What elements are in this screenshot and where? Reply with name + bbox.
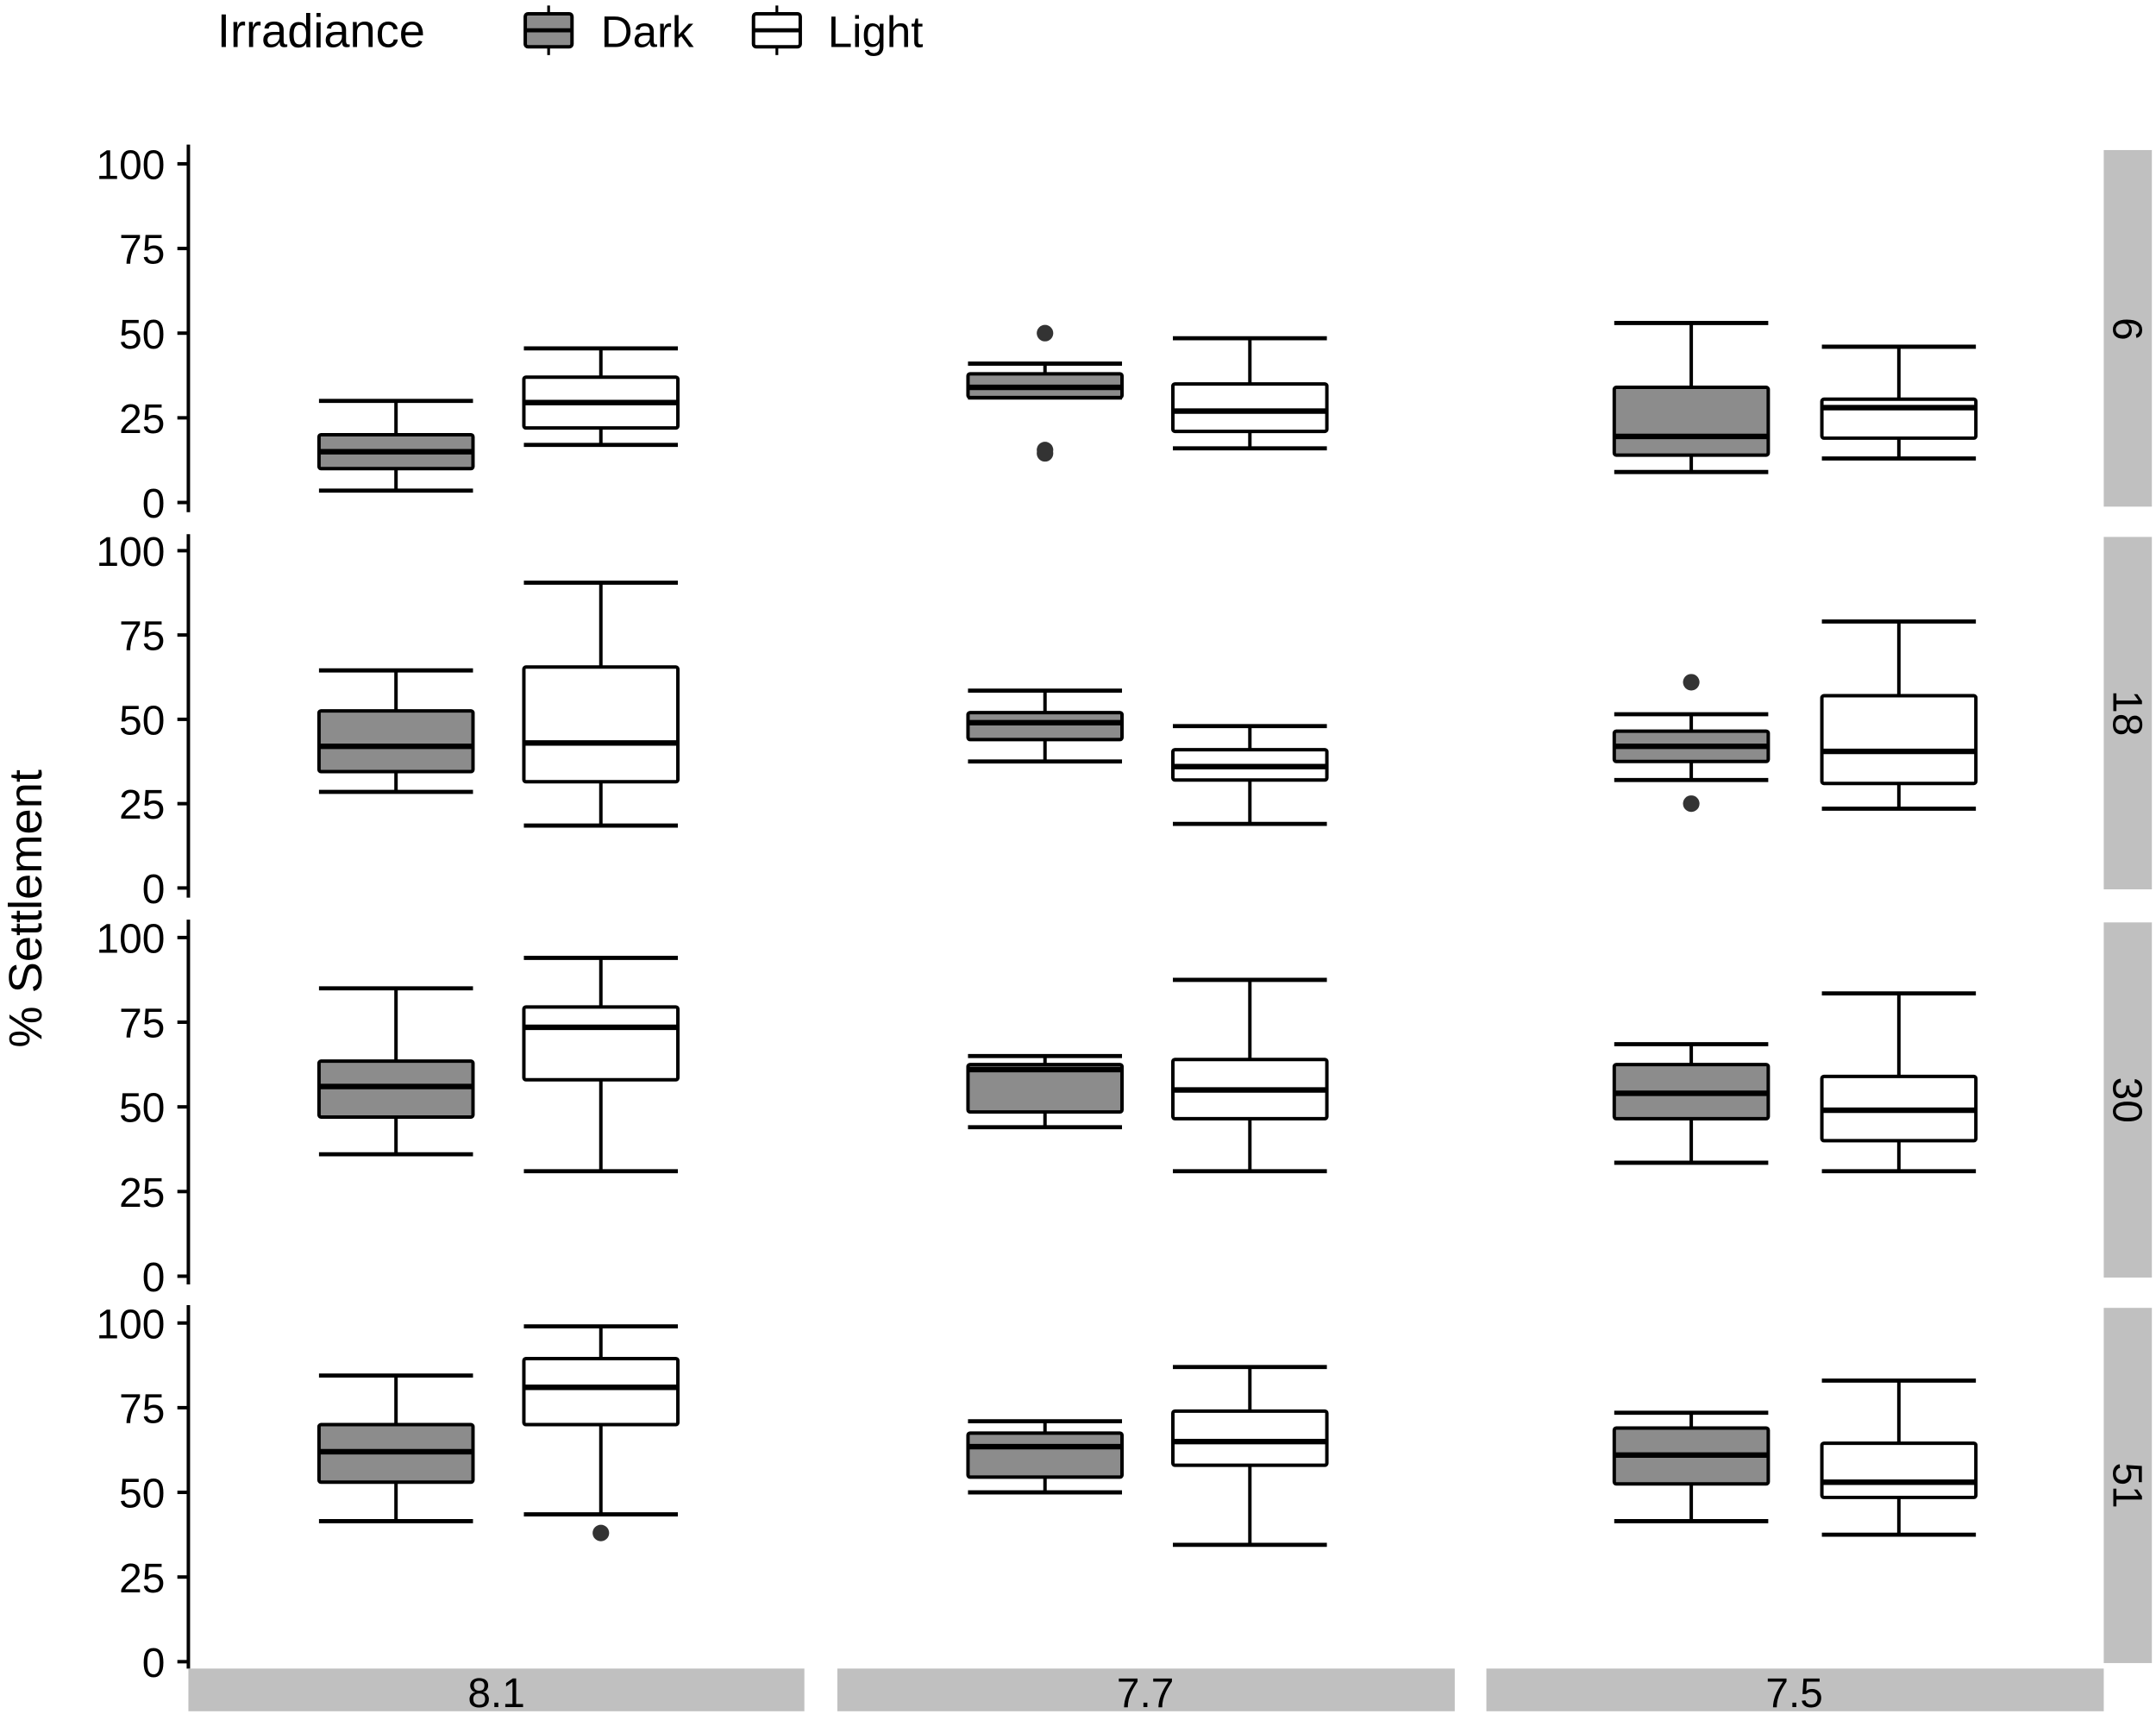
y-tick-label: 75 bbox=[119, 1001, 165, 1047]
strip-col-2-label: 7.7 bbox=[1117, 1671, 1174, 1714]
y-tick-label: 0 bbox=[142, 1255, 166, 1301]
box-light bbox=[522, 665, 680, 784]
legend-key-light-icon bbox=[751, 5, 802, 55]
y-tick-label: 100 bbox=[97, 142, 166, 188]
box-light bbox=[522, 1005, 680, 1082]
strip-col-3-label: 7.5 bbox=[1765, 1671, 1822, 1714]
y-tick-label: 50 bbox=[119, 312, 165, 358]
row-strips: 6 18 30 51 bbox=[2103, 149, 2153, 1663]
y-tick-label: 100 bbox=[97, 530, 166, 575]
y-tick-label: 50 bbox=[119, 698, 165, 744]
outlier-point bbox=[592, 1524, 610, 1541]
box-light bbox=[522, 1356, 680, 1427]
strip-col-1 bbox=[188, 1668, 805, 1711]
box-light bbox=[1171, 382, 1329, 434]
outlier-point bbox=[1683, 795, 1700, 813]
box-dark bbox=[1612, 386, 1771, 457]
y-tick-label: 0 bbox=[142, 481, 166, 527]
strip-row-4-label: 51 bbox=[2104, 1462, 2150, 1508]
strip-col-2 bbox=[837, 1668, 1455, 1711]
box-dark bbox=[317, 709, 475, 774]
y-tick-label: 75 bbox=[119, 228, 165, 273]
column-strips: 8.1 7.7 7.5 bbox=[188, 1668, 2104, 1714]
strip-row-1 bbox=[2103, 149, 2153, 507]
strip-row-3 bbox=[2103, 922, 2153, 1278]
y-tick-label: 50 bbox=[119, 1086, 165, 1132]
box-light bbox=[1820, 694, 1978, 786]
box-dark bbox=[966, 1431, 1125, 1479]
strip-row-2-label: 18 bbox=[2104, 690, 2150, 736]
y-tick-label: 0 bbox=[142, 1641, 166, 1686]
y-tick-label: 25 bbox=[119, 782, 165, 828]
strip-row-2 bbox=[2103, 537, 2153, 890]
box-dark bbox=[966, 711, 1125, 742]
box-light bbox=[1820, 1441, 1978, 1499]
y-axis-label: % Settlement bbox=[0, 769, 52, 1048]
legend-label-dark: Dark bbox=[601, 7, 694, 56]
outlier-point bbox=[1037, 324, 1054, 342]
outlier-point bbox=[1683, 674, 1700, 691]
strip-col-1-label: 8.1 bbox=[467, 1671, 524, 1714]
y-tick-label: 25 bbox=[119, 1556, 165, 1602]
y-tick-label: 75 bbox=[119, 614, 165, 660]
legend-key-dark-icon bbox=[523, 5, 574, 55]
strip-row-1-label: 6 bbox=[2104, 317, 2150, 341]
y-tick-label: 75 bbox=[119, 1386, 165, 1432]
outlier-point bbox=[1037, 445, 1054, 462]
strip-row-4 bbox=[2103, 1308, 2153, 1663]
y-tick-label: 100 bbox=[97, 916, 166, 962]
box-light bbox=[1171, 1409, 1329, 1467]
legend: Irradiance Dark Light bbox=[217, 5, 924, 57]
box-dark bbox=[966, 1063, 1125, 1114]
legend-label-light: Light bbox=[828, 7, 924, 56]
legend-title: Irradiance bbox=[217, 5, 425, 57]
y-tick-label: 25 bbox=[119, 1171, 165, 1216]
y-tick-label: 100 bbox=[97, 1302, 166, 1347]
strip-col-3 bbox=[1486, 1668, 2104, 1711]
y-tick-label: 50 bbox=[119, 1472, 165, 1517]
strip-row-3-label: 30 bbox=[2104, 1077, 2150, 1123]
y-tick-label: 0 bbox=[142, 867, 166, 913]
y-tick-label: 25 bbox=[119, 397, 165, 443]
